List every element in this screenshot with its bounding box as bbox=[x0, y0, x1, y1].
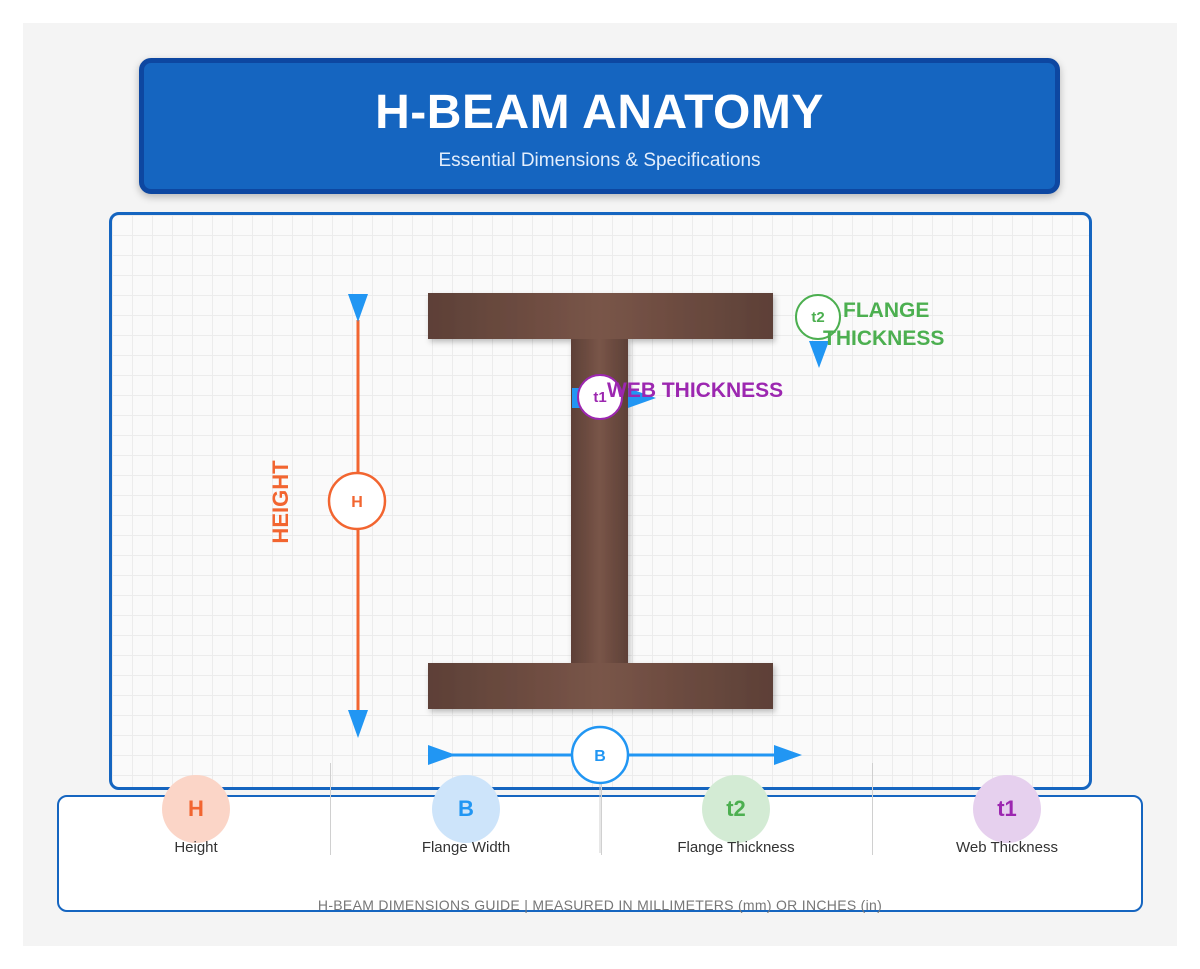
height-arrow-top bbox=[348, 294, 368, 322]
legend-item-height: H Height bbox=[116, 775, 276, 856]
legend-divider bbox=[872, 763, 873, 855]
flange-thickness-symbol: t2 bbox=[811, 309, 824, 326]
width-arrow-right bbox=[774, 745, 802, 765]
legend-label-height: Height bbox=[174, 839, 218, 856]
legend-label-flange-thickness: Flange Thickness bbox=[677, 839, 795, 856]
legend-label-web-thickness: Web Thickness bbox=[956, 839, 1058, 856]
web-thickness-badge bbox=[577, 374, 623, 420]
width-badge bbox=[570, 725, 630, 785]
flange-thickness-label-line2: THICKNESS bbox=[823, 327, 944, 350]
legend-item-flange-thickness: t2 Flange Thickness bbox=[656, 775, 816, 856]
legend-item-web-thickness: t1 Web Thickness bbox=[927, 775, 1087, 856]
width-symbol: B bbox=[594, 748, 606, 765]
page-subtitle: Essential Dimensions & Specifications bbox=[438, 150, 761, 171]
height-symbol: H bbox=[351, 494, 363, 511]
height-label: HEIGHT bbox=[268, 460, 293, 544]
web-thickness-dimension: t1 WEB THICKNESS bbox=[572, 374, 783, 420]
page-title: H-BEAM ANATOMY bbox=[375, 86, 824, 139]
title-banner: H-BEAM ANATOMY Essential Dimensions & Sp… bbox=[139, 58, 1060, 194]
legend-divider bbox=[330, 763, 331, 855]
legend-label-flange-width: Flange Width bbox=[421, 839, 511, 856]
top-flange bbox=[428, 293, 773, 339]
legend-symbol-t1: t1 bbox=[973, 775, 1041, 843]
bottom-flange bbox=[428, 663, 773, 709]
height-dimension: H HEIGHT bbox=[268, 294, 387, 738]
legend-symbol-h: H bbox=[162, 775, 230, 843]
legend-divider bbox=[601, 763, 602, 855]
legend-item-flange-width: B Flange Width bbox=[386, 775, 546, 856]
h-beam-shape bbox=[428, 293, 773, 709]
flange-thickness-arrow bbox=[809, 341, 829, 368]
width-arrow-left bbox=[428, 745, 456, 765]
flange-thickness-badge bbox=[795, 294, 841, 340]
dimensions-footer-note: H-BEAM DIMENSIONS GUIDE | MEASURED IN MI… bbox=[317, 897, 883, 913]
legend-symbol-t2: t2 bbox=[702, 775, 770, 843]
width-dimension: B bbox=[428, 725, 802, 853]
web-thickness-symbol: t1 bbox=[593, 389, 606, 406]
web-thickness-label: WEB THICKNESS bbox=[607, 379, 783, 402]
flange-thickness-label-line1: FLANGE bbox=[843, 299, 929, 322]
height-badge bbox=[327, 471, 387, 531]
web-thickness-arrow-right bbox=[628, 388, 656, 408]
flange-thickness-dimension: t2 FLANGE THICKNESS bbox=[795, 294, 944, 368]
height-arrow-bottom bbox=[348, 710, 368, 738]
legend-symbol-b: B bbox=[432, 775, 500, 843]
